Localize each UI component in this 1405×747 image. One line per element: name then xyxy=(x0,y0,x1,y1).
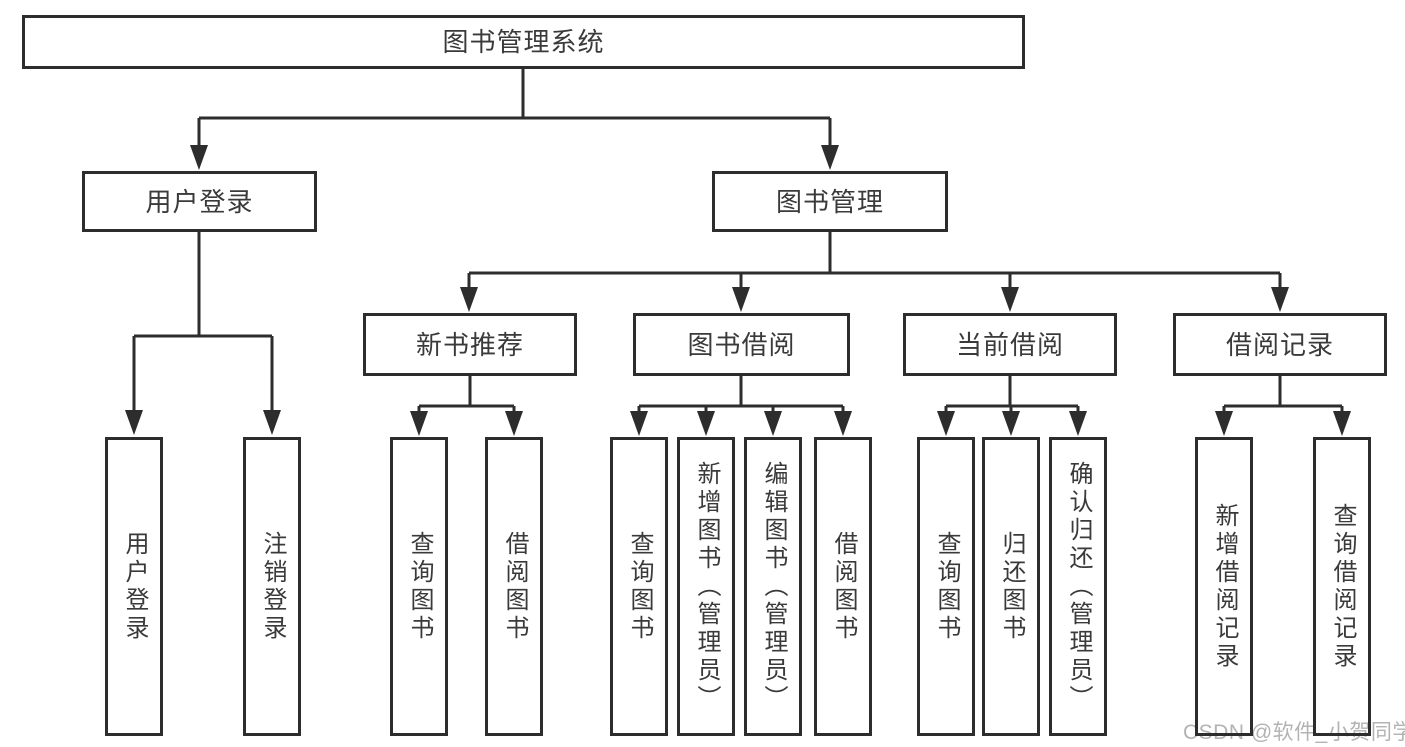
node-current-borrowing-label: 当前借阅 xyxy=(955,329,1064,360)
node-borrowing-records: 借阅记录 xyxy=(1173,313,1387,376)
node-leaf-bb-add-books-admin-label: 新增图书（管理员） xyxy=(693,460,720,713)
node-leaf-nbr-query-books: 查询图书 xyxy=(390,437,448,736)
connector-root-split xyxy=(199,69,830,120)
node-leaf-br-add-record: 新增借阅记录 xyxy=(1195,437,1253,736)
node-leaf-br-query-record: 查询借阅记录 xyxy=(1313,437,1371,736)
connector-borrowing-records-split xyxy=(1224,376,1342,408)
node-leaf-br-add-record-label: 新增借阅记录 xyxy=(1211,502,1238,671)
node-leaf-logout-label: 注销登录 xyxy=(259,530,286,643)
connector-book-borrowing-split xyxy=(639,376,843,408)
node-leaf-bb-query-books-label: 查询图书 xyxy=(626,530,653,643)
node-book-borrowing-label: 图书借阅 xyxy=(687,329,796,360)
node-leaf-nbr-query-books-label: 查询图书 xyxy=(406,530,433,643)
node-book-borrowing: 图书借阅 xyxy=(633,313,850,376)
node-root-system-label: 图书管理系统 xyxy=(442,27,605,57)
node-leaf-bb-borrow-books-label: 借阅图书 xyxy=(830,530,857,643)
node-user-login-label: 用户登录 xyxy=(145,186,254,217)
node-leaf-cb-return-books: 归还图书 xyxy=(982,437,1040,736)
csdn-watermark: CSDN @软件_小贺同学 xyxy=(1183,721,1405,744)
node-book-management-label: 图书管理 xyxy=(775,186,884,217)
node-borrowing-records-label: 借阅记录 xyxy=(1225,329,1334,360)
node-leaf-cb-return-books-label: 归还图书 xyxy=(998,530,1025,643)
node-book-management: 图书管理 xyxy=(712,171,948,232)
node-leaf-bb-add-books-admin: 新增图书（管理员） xyxy=(677,437,735,736)
node-leaf-cb-query-books-label: 查询图书 xyxy=(933,530,960,643)
node-leaf-cb-query-books: 查询图书 xyxy=(917,437,975,736)
connector-book-management-split xyxy=(469,232,1280,275)
node-new-book-recommend: 新书推荐 xyxy=(363,313,577,376)
connector-user-login-split xyxy=(134,232,272,338)
node-leaf-cb-confirm-return-admin-label: 确认归还（管理员） xyxy=(1065,460,1092,713)
node-leaf-user-login-label: 用户登录 xyxy=(121,530,148,643)
node-user-login: 用户登录 xyxy=(82,171,317,232)
node-leaf-bb-edit-books-admin: 编辑图书（管理员） xyxy=(744,437,802,736)
node-current-borrowing: 当前借阅 xyxy=(903,313,1117,376)
connector-current-borrowing-split xyxy=(946,376,1078,408)
node-leaf-bb-edit-books-admin-label: 编辑图书（管理员） xyxy=(760,460,787,713)
node-leaf-nbr-borrow-books: 借阅图书 xyxy=(485,437,543,736)
node-leaf-br-query-record-label: 查询借阅记录 xyxy=(1329,502,1356,671)
node-leaf-nbr-borrow-books-label: 借阅图书 xyxy=(501,530,528,643)
connector-new-book-recommend-split xyxy=(419,376,514,408)
node-leaf-bb-borrow-books: 借阅图书 xyxy=(814,437,872,736)
node-root-system: 图书管理系统 xyxy=(22,15,1025,69)
node-leaf-logout: 注销登录 xyxy=(243,437,301,736)
node-leaf-user-login: 用户登录 xyxy=(105,437,163,736)
node-leaf-cb-confirm-return-admin: 确认归还（管理员） xyxy=(1049,437,1107,736)
node-new-book-recommend-label: 新书推荐 xyxy=(415,329,524,360)
node-leaf-bb-query-books: 查询图书 xyxy=(610,437,668,736)
